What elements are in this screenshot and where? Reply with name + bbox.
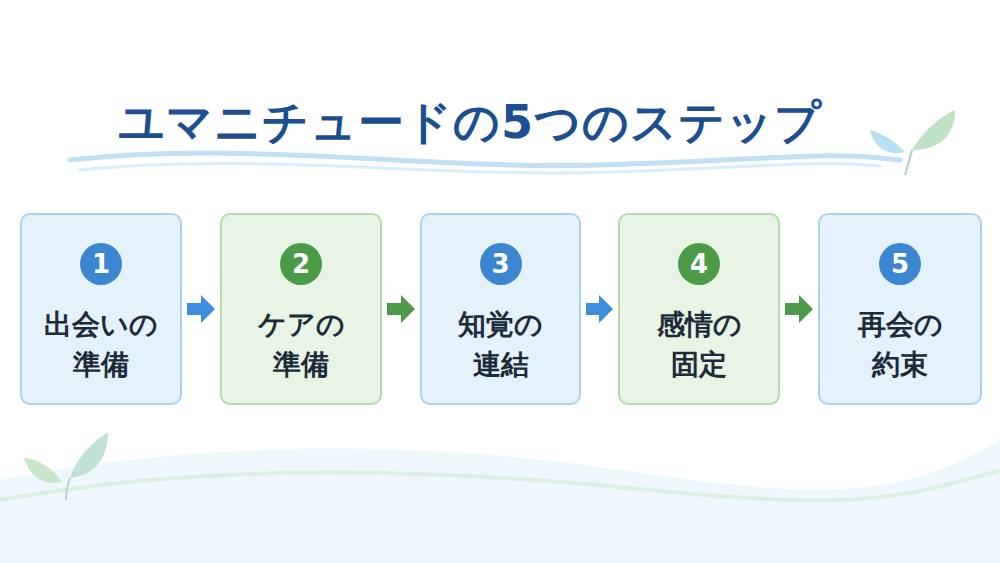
step-number: 3: [491, 251, 509, 277]
step-label: 出会いの 準備: [30, 305, 172, 385]
step-arrow: [187, 295, 215, 323]
leaf: [70, 432, 108, 478]
step-number-circle: 2: [280, 243, 322, 285]
step-label: 再会の 約束: [828, 305, 972, 385]
leaf-stem: [905, 150, 912, 175]
step-number: 2: [292, 251, 310, 277]
step-number-circle: 5: [879, 243, 921, 285]
step-label: ケアの 準備: [230, 305, 372, 385]
step-box: 知覚の 連結 3: [420, 213, 581, 405]
leaf: [912, 110, 955, 150]
bottom-wave: [0, 470, 1000, 500]
leaf: [24, 458, 62, 483]
step-label: 知覚の 連結: [430, 305, 571, 385]
step-arrow: [586, 295, 613, 323]
step-box: 出会いの 準備 1: [20, 213, 182, 405]
step-arrow: [785, 295, 813, 323]
step-number: 5: [891, 251, 909, 277]
step-number-circle: 1: [80, 243, 122, 285]
step-label: 感情の 固定: [628, 305, 770, 385]
step-arrow: [387, 295, 415, 323]
title-swoosh: [80, 164, 880, 173]
leaf-stem: [66, 478, 70, 500]
leaf: [870, 130, 905, 153]
step-number-circle: 3: [480, 243, 522, 285]
step-box: 再会の 約束 5: [818, 213, 982, 405]
step-number: 1: [92, 251, 110, 277]
diagram-title: ユマニチュードの5つのステップ: [0, 92, 940, 152]
step-number-circle: 4: [678, 243, 720, 285]
step-box: 感情の 固定 4: [618, 213, 780, 405]
bottom-wave: [0, 440, 1000, 563]
step-number: 4: [690, 251, 708, 277]
step-box: ケアの 準備 2: [220, 213, 382, 405]
